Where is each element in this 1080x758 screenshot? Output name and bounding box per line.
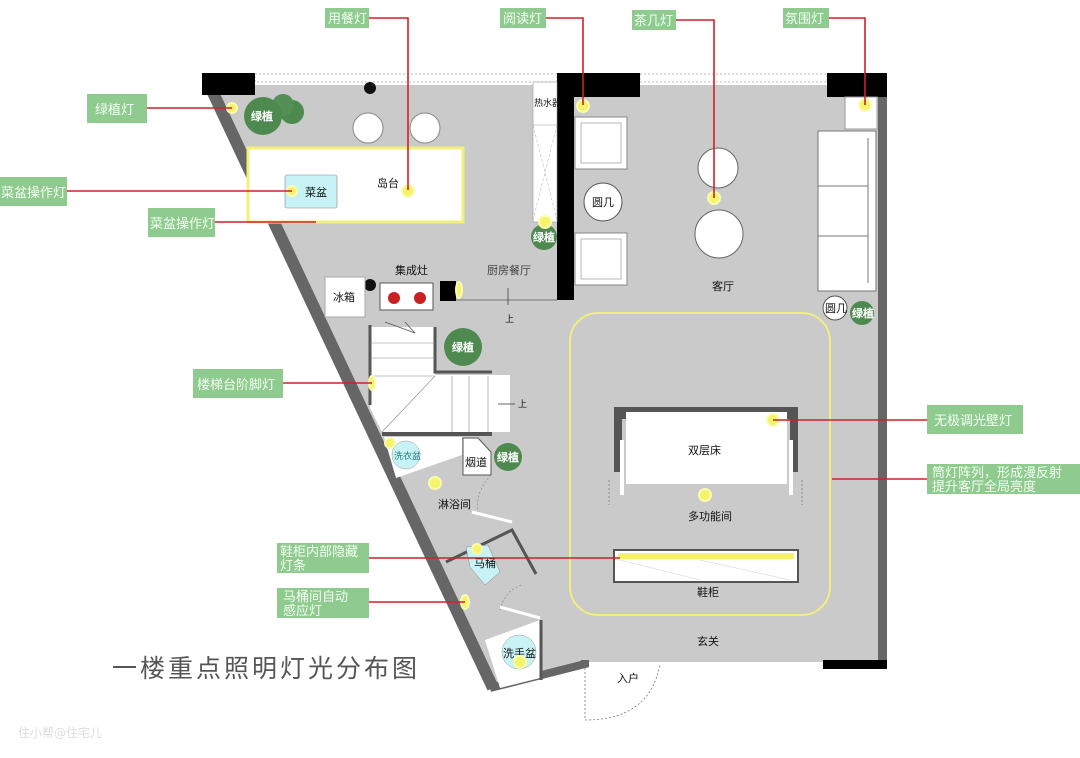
coffee-table [697, 147, 739, 189]
plant: 绿植 [850, 301, 874, 325]
window [639, 73, 828, 83]
svg-text:楼梯台阶脚灯: 楼梯台阶脚灯 [197, 377, 275, 393]
coffee-table [694, 209, 744, 259]
svg-text:菜盆操作灯: 菜盆操作灯 [1, 185, 66, 201]
callout-dining-light: 用餐灯 [325, 8, 369, 28]
bunk-bed-label: 双层床 [688, 443, 721, 457]
svg-text:氛围灯: 氛围灯 [785, 12, 824, 27]
wall-block [202, 73, 255, 95]
armchair [574, 116, 628, 170]
plant: 绿植 [444, 328, 482, 366]
fridge [324, 276, 366, 318]
plant-label: 绿植 [452, 340, 474, 354]
entry-label: 入户 [617, 671, 639, 685]
living-room-label: 客厅 [712, 279, 734, 293]
side-table-label: 圆几 [592, 196, 614, 209]
callout-coffee-table-light: 茶几灯 [632, 10, 676, 30]
laundry-basin-label: 洗衣盆 [394, 450, 421, 462]
plant: 绿植 [531, 224, 557, 250]
wall-block [823, 660, 887, 669]
lamp-icon [698, 488, 712, 502]
callout-ambient-light: 氛围灯 [783, 8, 829, 28]
side-table-label: 圆几 [825, 302, 847, 315]
stove-label: 集成灶 [395, 263, 428, 277]
water-heater [532, 81, 558, 223]
leader-lines [67, 17, 927, 603]
svg-text:菜盆操作灯: 菜盆操作灯 [150, 216, 215, 232]
toilet [465, 544, 501, 586]
flue-label: 烟道 [465, 455, 487, 469]
partition-wall [557, 97, 574, 300]
wall-block [557, 73, 640, 97]
callout-sink-light-2: 菜盆操作灯 [148, 208, 215, 237]
sofa [817, 130, 877, 292]
stool [409, 112, 441, 144]
column [364, 82, 376, 94]
wall-right [878, 85, 887, 668]
side-table [583, 182, 623, 222]
wall-block [827, 73, 887, 97]
sink-label: 菜盆 [305, 185, 327, 199]
water-heater-label: 热水器 [534, 97, 561, 109]
svg-text:马桶间自动: 马桶间自动 [283, 590, 348, 605]
svg-text:茶几灯: 茶几灯 [634, 13, 673, 29]
svg-text:用餐灯: 用餐灯 [328, 11, 367, 27]
pillar [440, 281, 456, 301]
lamp-icon [384, 437, 396, 449]
svg-text:绿植灯: 绿植灯 [95, 103, 134, 118]
plant-label: 绿植 [251, 109, 273, 123]
wash-basin-label: 洗手盆 [503, 646, 536, 660]
shoe-cabinet-label: 鞋柜 [697, 585, 719, 599]
page-title: 一楼重点照明灯光分布图 [112, 654, 420, 683]
svg-text:感应灯: 感应灯 [283, 603, 322, 619]
lamp-icon [538, 215, 552, 229]
downlight-array [569, 312, 831, 616]
plant-label: 绿植 [497, 450, 519, 464]
entry-door[interactable] [584, 663, 661, 721]
plant: 绿植 [244, 94, 304, 135]
lamp-icon [455, 281, 463, 299]
callout-sink-light-1: 菜盆操作灯 [0, 177, 67, 206]
stairs [370, 327, 510, 432]
lamp-icon [428, 476, 442, 490]
plant-label: 绿植 [852, 306, 874, 320]
multi-room-label: 多功能间 [688, 509, 732, 523]
watermark: 住小帮@住宅儿 [18, 725, 102, 740]
lamps [226, 98, 872, 669]
fridge-label: 冰箱 [333, 290, 355, 304]
callout-stair-light: 楼梯台阶脚灯 [193, 369, 283, 398]
column [364, 279, 376, 291]
toilet-label: 马桶 [474, 556, 496, 570]
plant: 绿植 [494, 443, 522, 471]
lamp-icon [471, 543, 483, 555]
foyer-label: 玄关 [697, 634, 719, 648]
kitchen-dining-label: 厨房餐厅 [487, 263, 531, 277]
callout-reading-light: 阅读灯 [500, 8, 546, 28]
lamp-icon [513, 655, 527, 669]
island-label: 岛台 [377, 176, 399, 190]
callout-dimmable-wall-light: 无极调光壁灯 [927, 405, 1023, 434]
stool [352, 112, 384, 144]
window [254, 73, 558, 83]
shower-label: 淋浴间 [438, 498, 471, 511]
side-table [822, 295, 848, 321]
callout-plant-light: 绿植灯 [87, 94, 147, 123]
plant-label: 绿植 [533, 230, 555, 244]
armchair [574, 232, 628, 286]
svg-text:阅读灯: 阅读灯 [503, 12, 542, 27]
up-label: 上 [505, 314, 514, 325]
up-label: 上 [518, 399, 527, 410]
svg-text:筒灯阵列，形成漫反射: 筒灯阵列，形成漫反射 [932, 465, 1062, 481]
svg-text:鞋柜内部隐藏: 鞋柜内部隐藏 [280, 544, 358, 560]
island [246, 146, 465, 224]
svg-text:灯条: 灯条 [280, 558, 306, 574]
svg-text:提升客厅全局亮度: 提升客厅全局亮度 [932, 479, 1036, 495]
svg-text:无极调光壁灯: 无极调光壁灯 [934, 414, 1012, 429]
flue [462, 437, 492, 476]
